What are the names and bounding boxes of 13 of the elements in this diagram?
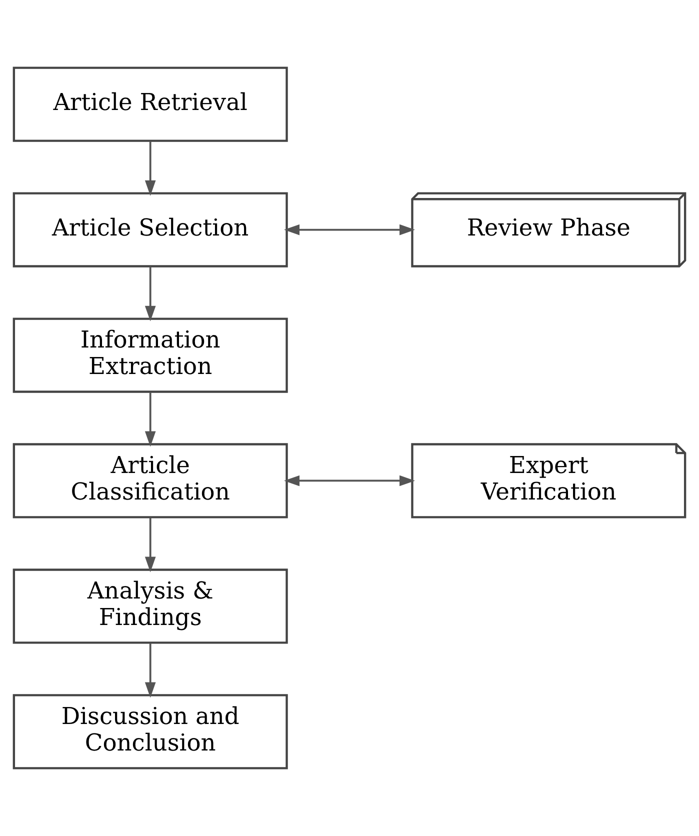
- node-box: Information Extraction: [12, 318, 288, 393]
- node-box: Article Retrieval: [12, 66, 288, 142]
- arrow: [284, 224, 415, 236]
- arrow: [144, 141, 156, 196]
- node-box: Analysis & Findings: [12, 568, 288, 644]
- node-box: Discussion and Conclusion: [12, 694, 288, 770]
- node-box: Article Selection: [12, 192, 288, 268]
- arrow: [144, 518, 156, 572]
- arrow: [144, 392, 156, 447]
- arrow: [284, 475, 415, 486]
- node-box: Article Classification: [12, 443, 288, 518]
- arrow: [144, 643, 156, 698]
- arrow: [144, 266, 156, 322]
